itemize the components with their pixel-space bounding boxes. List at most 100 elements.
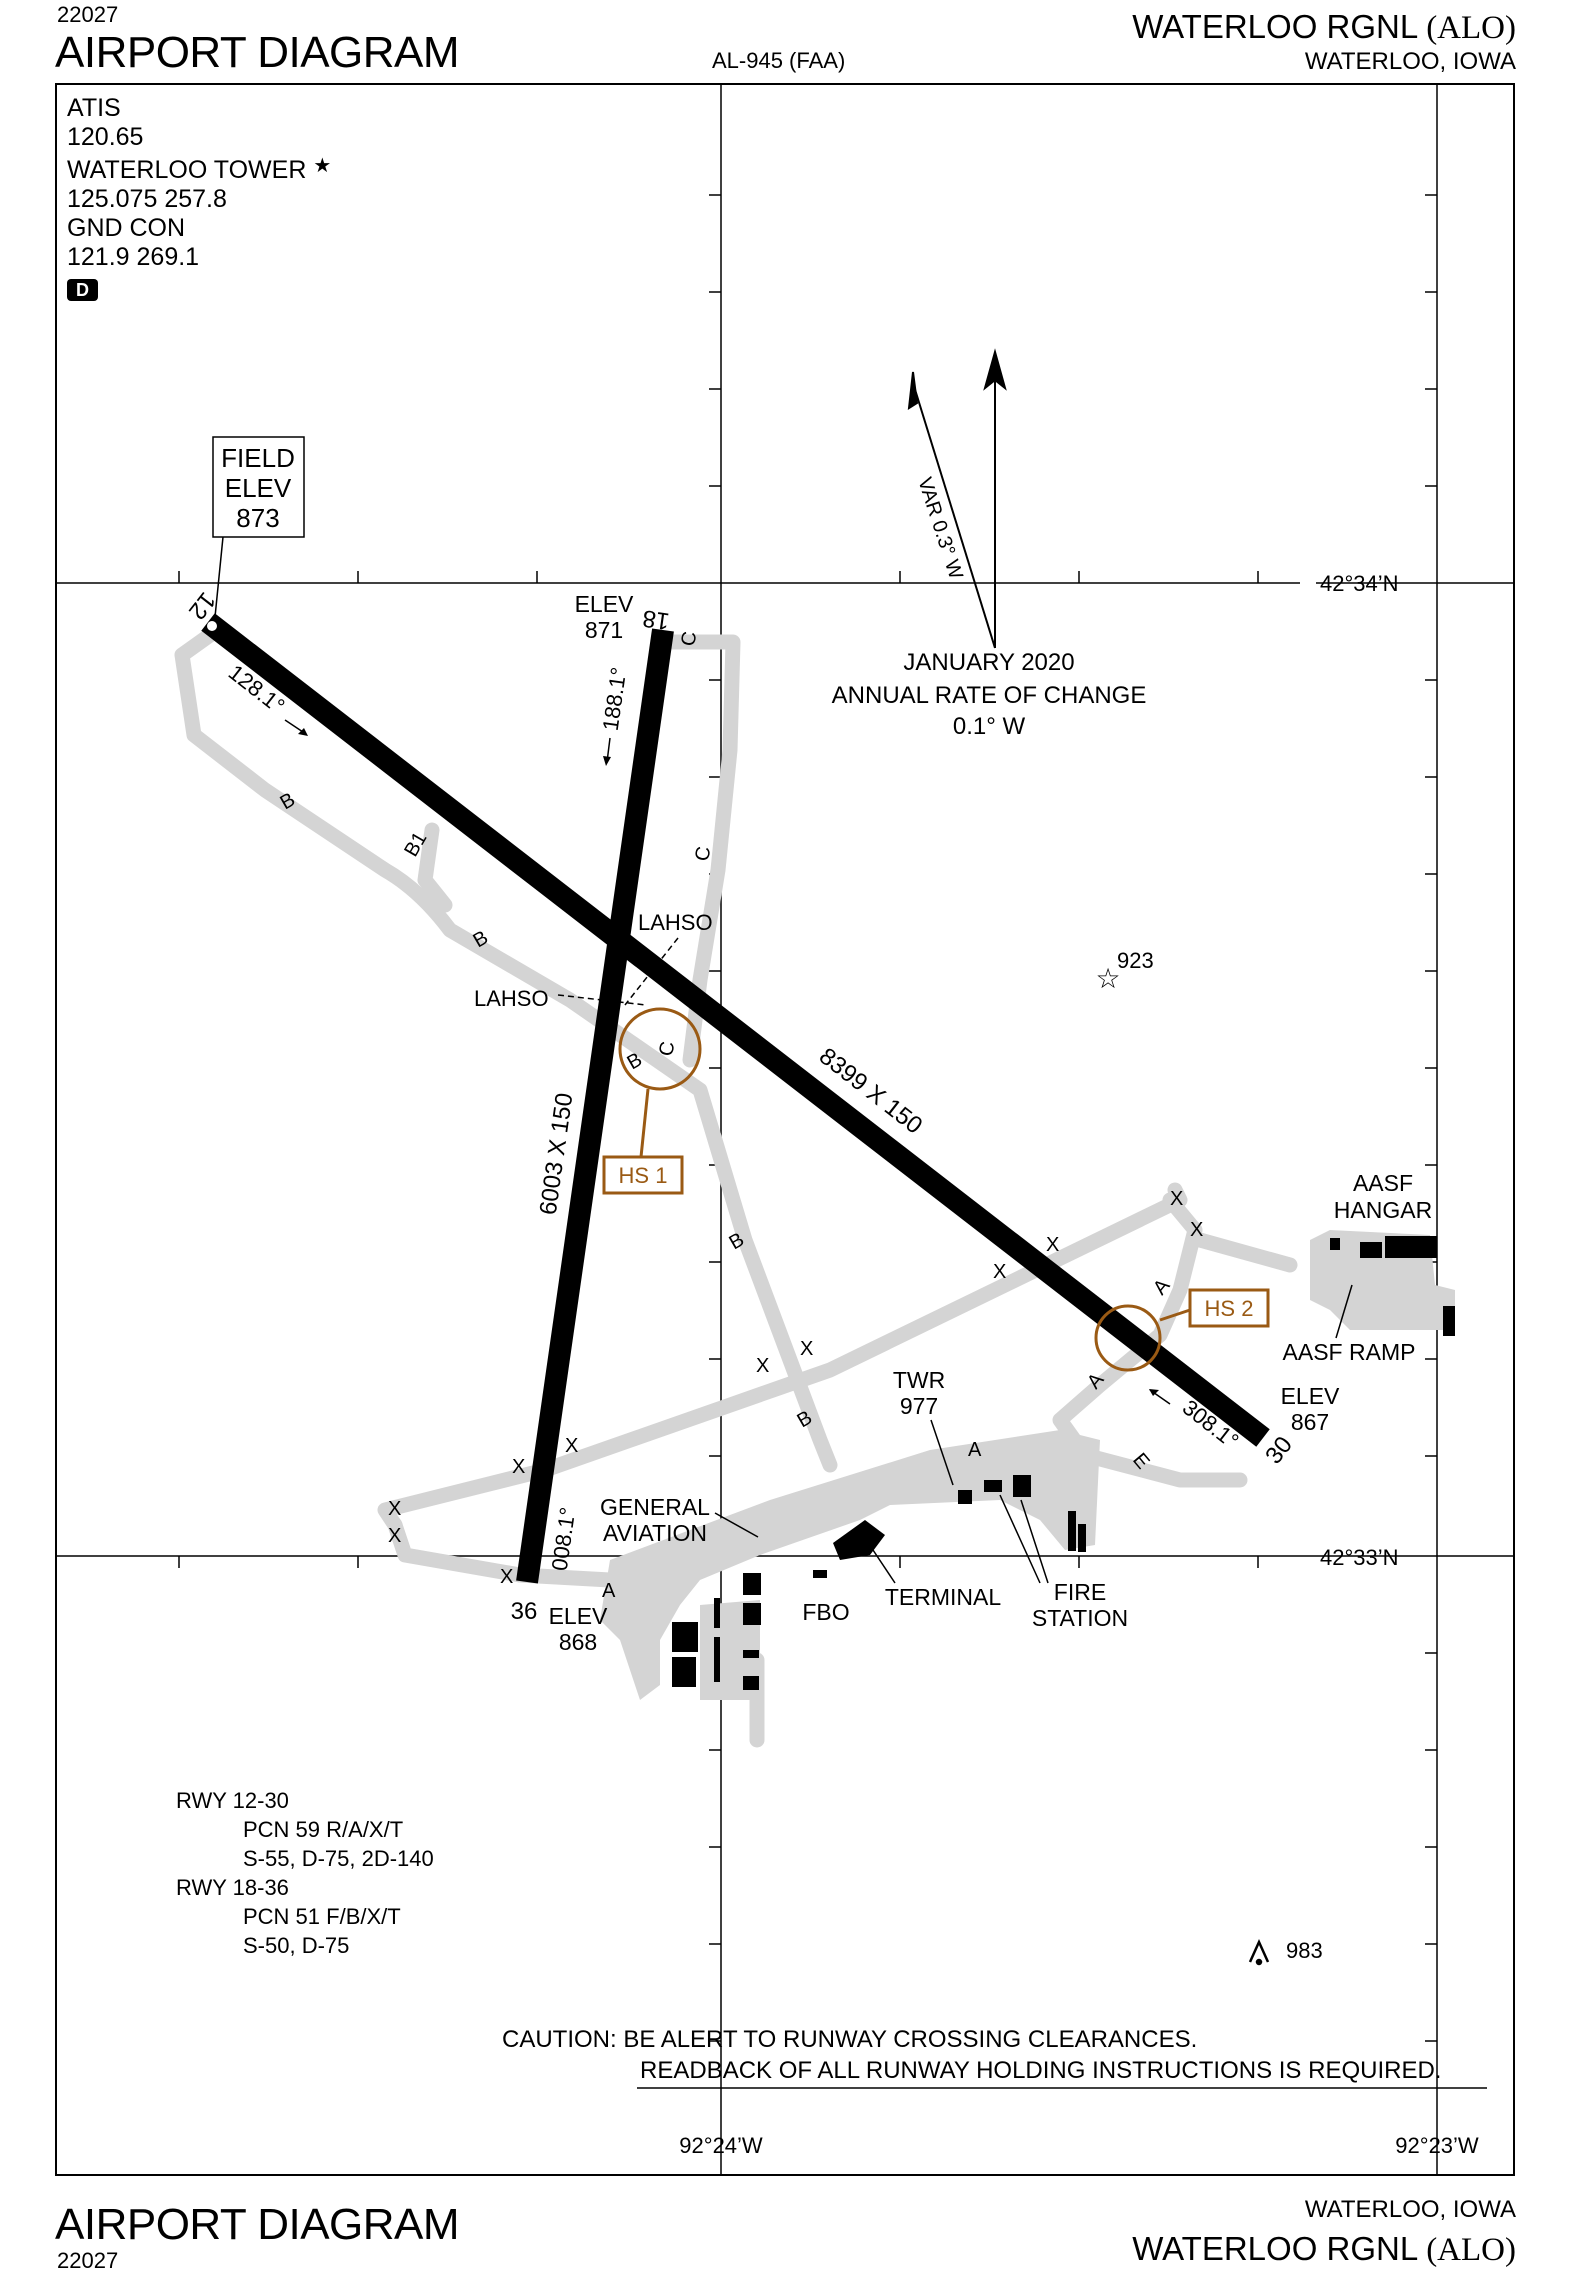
caution-line-2: READBACK OF ALL RUNWAY HOLDING INSTRUCTI… xyxy=(640,2057,1442,2084)
elev-36-value: 868 xyxy=(559,1629,597,1655)
aasf-ramp-leader xyxy=(1335,1284,1353,1339)
airport-name: WATERLOO RGNL xyxy=(1132,8,1418,45)
pcn-rwy1-pcn: PCN 59 R/A/X/T xyxy=(243,1817,404,1842)
aasf-hangar-annex xyxy=(1360,1242,1382,1258)
mag-rate: 0.1° W xyxy=(953,713,1026,740)
ga-hangar-2 xyxy=(743,1603,761,1625)
field-elev-line1: FIELD xyxy=(221,443,295,473)
runway-12-30 xyxy=(201,613,1270,1447)
taxiway-label-a4: A xyxy=(602,1580,616,1602)
diagram-frame xyxy=(55,83,1515,2176)
buildings xyxy=(672,1236,1455,1690)
ga-hangar-5 xyxy=(672,1657,696,1687)
twr-label-2: 977 xyxy=(900,1393,938,1419)
taxiway-label-a3: A xyxy=(968,1439,982,1461)
coord-mask xyxy=(1300,572,1316,592)
ga-hangar-3 xyxy=(714,1598,720,1628)
taxiway-label-x2: X xyxy=(1190,1219,1203,1241)
obstacle-923-label: 923 xyxy=(1117,948,1154,973)
taxiway-pavement xyxy=(174,627,1298,1748)
footer-airport-code: (ALO) xyxy=(1426,2232,1516,2268)
hs2-circle xyxy=(1094,1304,1162,1372)
mag-rate-label: ANNUAL RATE OF CHANGE xyxy=(832,682,1147,709)
heading-188-arrowhead-icon xyxy=(603,756,611,766)
fire-station-annex xyxy=(1013,1475,1031,1497)
taxiway-label-x7: X xyxy=(565,1435,578,1457)
pcn-rwy2-pcn: PCN 51 F/B/X/T xyxy=(243,1904,401,1929)
tower-row: WATERLOO TOWER ★ xyxy=(67,152,331,185)
pcn-rwy2-weights: S-50, D-75 xyxy=(243,1933,350,1958)
taxiway-b xyxy=(174,627,838,1473)
lon-east-label: 92°23’W xyxy=(1395,2133,1479,2158)
footer-chart-id: 22027 xyxy=(57,2248,119,2273)
pcn-rwy1-weights: S-55, D-75, 2D-140 xyxy=(243,1846,434,1871)
atis-label: ATIS xyxy=(67,94,121,122)
aasf-building-east xyxy=(1443,1306,1455,1336)
main-apron xyxy=(600,1430,1100,1700)
ga-label-1: GENERAL xyxy=(600,1494,710,1520)
pcn-rwy2: RWY 18-36 xyxy=(176,1875,289,1900)
terminal-building xyxy=(833,1520,885,1560)
lahso-label-1: LAHSO xyxy=(638,910,713,935)
aasf-hangar-label-1: AASF xyxy=(1353,1170,1413,1196)
tick-marks xyxy=(178,194,1437,2042)
lat-south-label: 42°33’N xyxy=(1320,1545,1399,1570)
lat-north-label: 42°34’N xyxy=(1320,571,1399,596)
taxiway-aasf-link xyxy=(1192,1232,1298,1273)
ga-hangar-6 xyxy=(714,1637,720,1682)
terminal-leader xyxy=(872,1549,896,1584)
obstacle-983-icon xyxy=(1248,1938,1270,1966)
hs1-box xyxy=(602,1155,684,1195)
taxiway-label-x1: X xyxy=(1170,1188,1183,1210)
aprons xyxy=(600,1230,1455,1700)
runway-threshold-marker xyxy=(207,621,217,631)
d-atis-badge: D xyxy=(67,279,98,301)
fbo-building xyxy=(813,1570,827,1578)
runway-18-label: 18 xyxy=(641,604,671,634)
taxiway-labels: B B1 B B B B C C C A A A A E X X X X X X… xyxy=(277,630,1204,1602)
ga-hangar-1 xyxy=(743,1573,761,1595)
taxiway-label-c1: C xyxy=(677,630,701,648)
tower-label: WATERLOO TOWER xyxy=(67,156,307,184)
hotspots xyxy=(602,1007,1270,1372)
hs1-circle xyxy=(618,1007,702,1091)
twr-leader xyxy=(930,1419,954,1486)
elev-36-label: ELEV xyxy=(549,1603,608,1629)
mag-date: JANUARY 2020 xyxy=(903,649,1074,676)
fire-station-building xyxy=(984,1480,1002,1492)
atis-frequency: 120.65 xyxy=(67,123,144,151)
hs1-label: HS 1 xyxy=(619,1163,668,1188)
aasf-building-small xyxy=(1330,1238,1340,1250)
footer-airport-name: WATERLOO RGNL (ALO) xyxy=(1132,2230,1516,2269)
aasf-hangar xyxy=(1385,1236,1437,1258)
tower-frequency: 125.075 257.8 xyxy=(67,185,227,213)
twr-label-1: TWR xyxy=(893,1367,945,1393)
heading-008: 008.1° xyxy=(547,1506,581,1573)
hangar-row-1 xyxy=(1068,1511,1076,1551)
taxiway-label-x10: X xyxy=(388,1525,401,1547)
hs2-label: HS 2 xyxy=(1205,1296,1254,1321)
taxiway-label-c2: C xyxy=(691,845,715,863)
pcn-block: RWY 12-30 PCN 59 R/A/X/T S-55, D-75, 2D-… xyxy=(176,1786,434,1960)
airport-name-header: WATERLOO RGNL (ALO) xyxy=(1132,8,1516,47)
elev-30-value: 867 xyxy=(1291,1409,1329,1435)
faa-id: AL-945 (FAA) xyxy=(712,48,846,73)
field-elev-leader xyxy=(214,536,224,618)
runway-30-label: 30 xyxy=(1260,1432,1298,1470)
taxiway-label-x3: X xyxy=(1046,1234,1059,1256)
taxiway-x-north xyxy=(377,1182,1188,1533)
fire-station-label-2: STATION xyxy=(1032,1605,1128,1631)
heading-128-arrowhead-icon xyxy=(298,728,308,736)
ga-leader xyxy=(714,1512,759,1538)
chart-id: 22027 xyxy=(57,2,119,27)
elev-18-value: 871 xyxy=(585,617,623,643)
taxiway-label-x9: X xyxy=(388,1498,401,1520)
comm-block: ATIS 120.65 WATERLOO TOWER ★ 125.075 257… xyxy=(67,94,331,303)
runways xyxy=(201,613,1270,1584)
ga-label-2: AVIATION xyxy=(603,1520,707,1546)
lahso-label-2: LAHSO xyxy=(474,986,549,1011)
true-north-arrow-icon xyxy=(983,348,1007,391)
north-arrows xyxy=(907,348,1007,649)
magnetic-north-arrow-icon xyxy=(907,371,919,410)
